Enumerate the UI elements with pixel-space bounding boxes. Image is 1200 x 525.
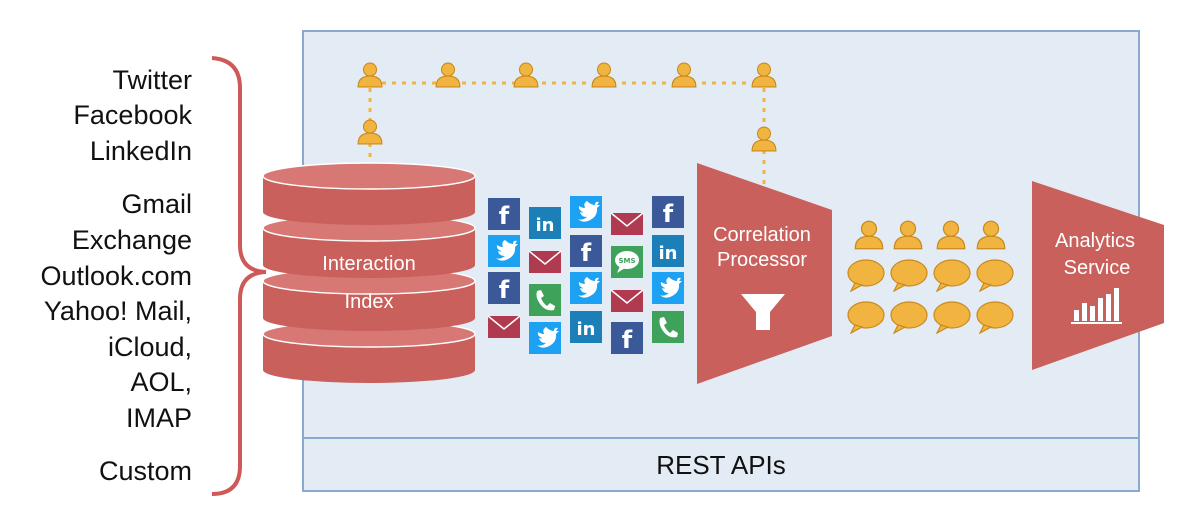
mail-icon: [528, 250, 562, 273]
source-label: Yahoo! Mail,: [44, 296, 192, 326]
source-label: Gmail: [121, 189, 192, 219]
source-labels: Twitter Facebook LinkedIn Gmail Exchange…: [40, 65, 192, 486]
source-label: IMAP: [126, 403, 192, 433]
interaction-index-database: Interaction Index: [262, 162, 476, 383]
correlation-processor: Correlation Processor: [697, 163, 832, 384]
facebook-icon: f: [488, 198, 520, 230]
correlation-processor-label: Correlation: [713, 224, 811, 246]
linkedin-icon: in: [570, 311, 602, 343]
source-label: iCloud,: [108, 332, 192, 362]
analytics-service-label: Service: [1064, 257, 1131, 279]
linkedin-icon: in: [529, 207, 561, 239]
correlation-processor-label: Processor: [717, 249, 807, 271]
mail-icon: [610, 212, 644, 235]
source-label: Custom: [99, 456, 192, 486]
twitter-icon: [652, 272, 684, 304]
analytics-service-label: Analytics: [1055, 230, 1135, 252]
svg-text:f: f: [663, 200, 674, 228]
facebook-icon: f: [488, 272, 520, 304]
facebook-icon: f: [570, 235, 602, 267]
svg-text:f: f: [622, 326, 633, 354]
svg-text:f: f: [499, 276, 510, 304]
sms-icon: SMS: [611, 246, 643, 278]
twitter-icon: [488, 235, 520, 267]
svg-text:SMS: SMS: [618, 257, 635, 265]
facebook-icon: f: [652, 196, 684, 228]
twitter-icon: [570, 196, 602, 228]
svg-text:in: in: [577, 319, 596, 340]
funnel-icon: [741, 294, 785, 330]
phone-icon: [652, 311, 684, 343]
svg-text:in: in: [536, 215, 555, 236]
twitter-icon: [570, 272, 602, 304]
bar-chart-icon: [1071, 288, 1122, 324]
source-label: Facebook: [73, 100, 192, 130]
svg-text:f: f: [499, 202, 510, 230]
rest-apis-label: REST APIs: [656, 450, 786, 480]
source-brace: [211, 56, 267, 496]
source-label: Twitter: [112, 65, 192, 95]
mail-icon: [610, 289, 644, 312]
phone-icon: [529, 284, 561, 316]
source-label: Outlook.com: [40, 261, 192, 291]
message-icons: f f in: [487, 196, 684, 354]
interaction-index-label: Interaction: [322, 253, 415, 275]
twitter-icon: [529, 322, 561, 354]
analytics-service: Analytics Service: [1032, 181, 1164, 370]
svg-text:f: f: [581, 239, 592, 267]
facebook-icon: f: [611, 322, 643, 354]
interaction-index-label: Index: [345, 291, 394, 313]
source-label: Exchange: [72, 225, 192, 255]
linkedin-icon: in: [652, 235, 684, 267]
mail-icon: [487, 315, 521, 338]
svg-text:in: in: [659, 243, 678, 264]
source-label: LinkedIn: [90, 136, 192, 166]
source-label: AOL,: [130, 367, 192, 397]
